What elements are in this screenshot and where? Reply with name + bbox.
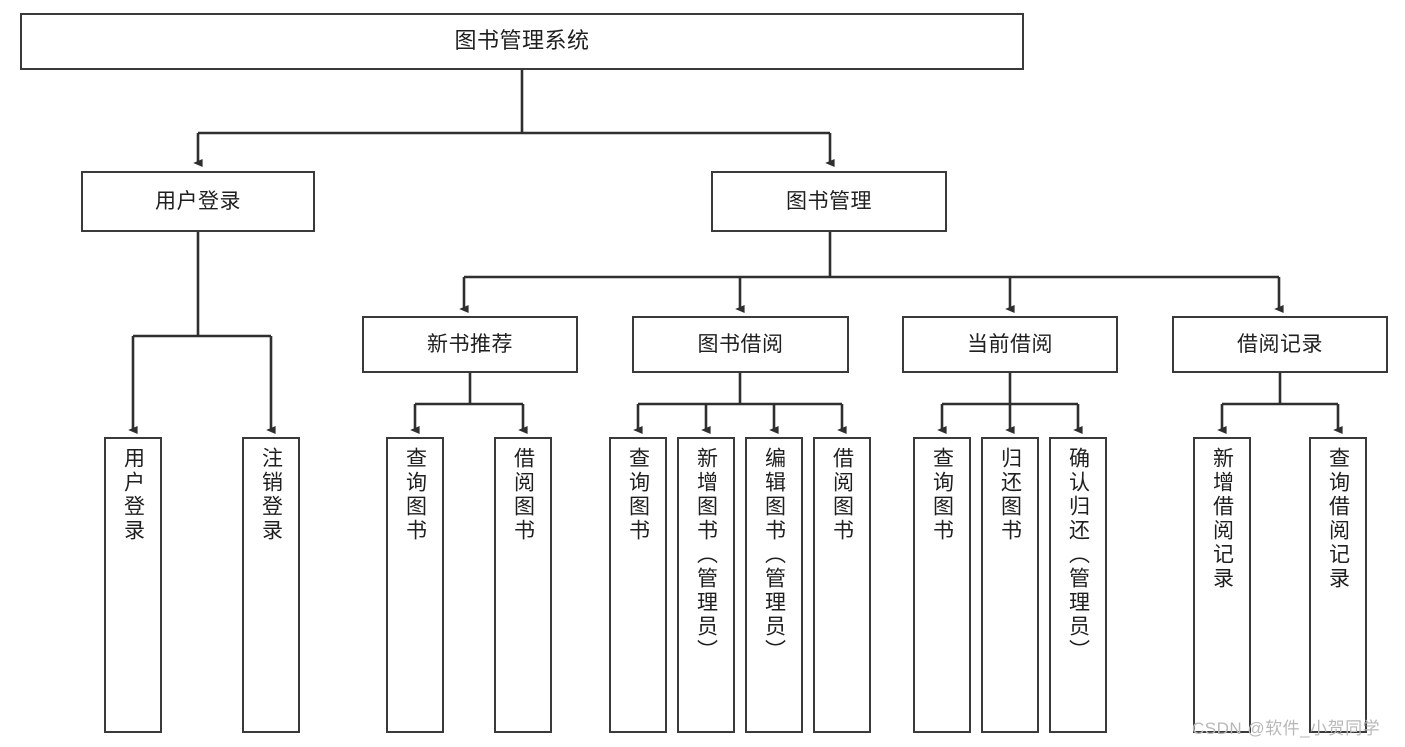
node-current-borrowing[interactable]: 当前借阅 [902,316,1118,373]
node-label: 新书推荐 [427,332,513,356]
leaf-user-login[interactable]: 用户登录 [104,437,162,733]
node-label: 图书借阅 [697,332,784,356]
leaf-query-book[interactable]: 查询图书 [609,437,667,733]
leaf-query-book-current[interactable]: 查询图书 [913,437,971,733]
node-label: 注销登录 [259,447,283,543]
leaf-add-book-admin[interactable]: 新增图书（管理员） [677,437,735,733]
node-label: 确认归还（管理员） [1066,447,1090,663]
node-label: 用户登录 [155,189,241,213]
node-label: 编辑图书（管理员） [762,447,786,663]
node-label: 当前借阅 [967,332,1053,356]
leaf-query-book-new[interactable]: 查询图书 [386,437,444,733]
node-borrowing-record[interactable]: 借阅记录 [1172,316,1388,373]
leaf-confirm-return-admin[interactable]: 确认归还（管理员） [1049,437,1107,733]
node-label: 归还图书 [998,447,1022,543]
node-new-book-recommendation[interactable]: 新书推荐 [362,316,578,373]
node-root-book-management-system[interactable]: 图书管理系统 [20,13,1024,70]
node-label: 查询图书 [403,447,427,543]
leaf-borrow-book-new[interactable]: 借阅图书 [494,437,552,733]
node-label: 新增借阅记录 [1210,447,1234,591]
leaf-return-book[interactable]: 归还图书 [981,437,1039,733]
node-user-login[interactable]: 用户登录 [81,171,315,232]
leaf-borrow-book[interactable]: 借阅图书 [813,437,871,733]
leaf-edit-book-admin[interactable]: 编辑图书（管理员） [745,437,803,733]
node-label: 用户登录 [121,447,145,543]
node-label: 借阅记录 [1237,332,1323,356]
node-label: 图书管理系统 [454,28,590,54]
node-book-management[interactable]: 图书管理 [711,171,947,232]
leaf-logout[interactable]: 注销登录 [242,437,300,733]
node-label: 新增图书（管理员） [694,447,718,663]
node-label: 借阅图书 [830,447,854,543]
node-label: 借阅图书 [511,447,535,543]
node-label: 图书管理 [786,189,872,213]
leaf-add-borrow-record[interactable]: 新增借阅记录 [1193,437,1251,733]
node-book-borrowing[interactable]: 图书借阅 [632,316,849,373]
leaf-query-borrow-record[interactable]: 查询借阅记录 [1309,437,1367,733]
node-label: 查询图书 [626,447,650,543]
node-label: 查询图书 [930,447,954,543]
watermark: CSDN @软件_小贺同学 [1192,719,1381,738]
node-label: 查询借阅记录 [1326,447,1350,591]
